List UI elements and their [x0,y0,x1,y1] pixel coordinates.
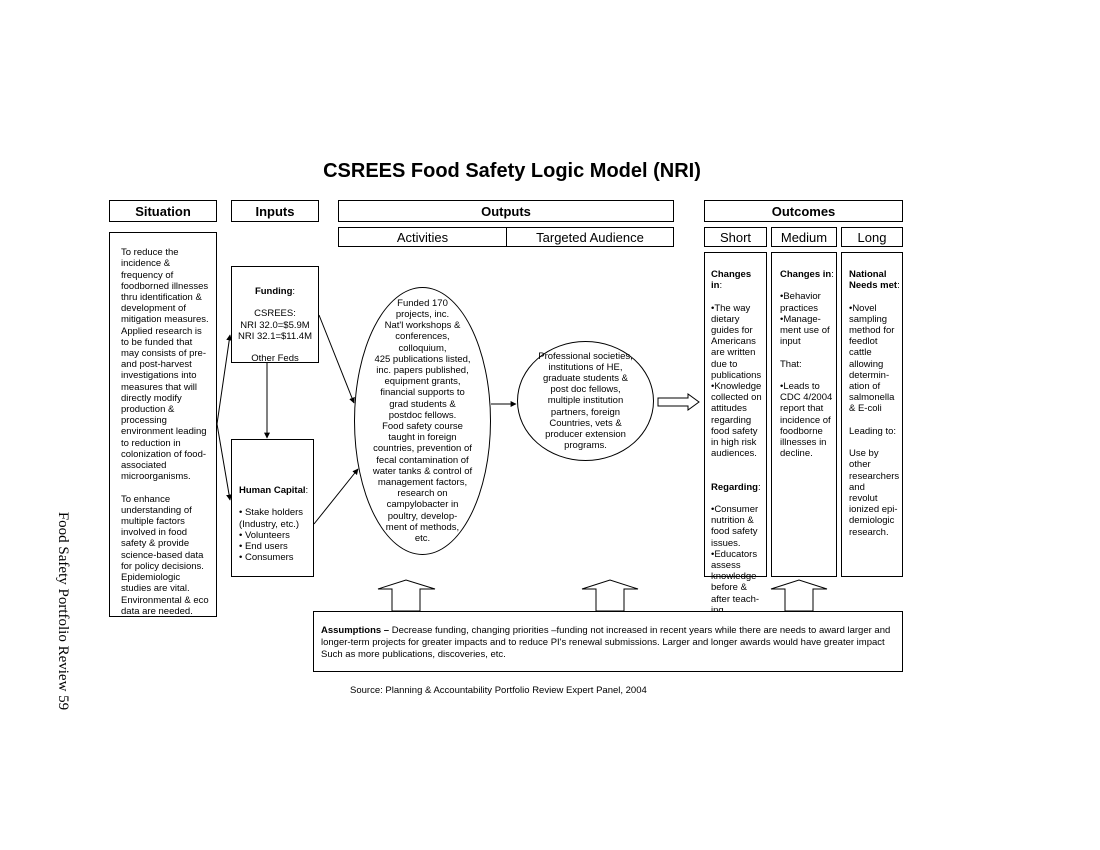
medium-changes-label: Changes in [780,269,832,281]
up-arrow-activities [377,579,436,612]
short-regarding-label: Regarding [711,481,758,493]
audience-text: Professional societies, institutions of … [538,350,633,452]
arrow-funding-to-activities [318,314,355,404]
funding-colon: : [292,286,296,298]
assumptions-text: Decrease funding, changing priorities –f… [321,625,891,660]
short-outcomes-box: Changes in: •The way dietary guides for … [704,252,767,616]
short-regarding-colon: : [757,481,761,493]
activities-ellipse: Funded 170 projects, inc. Nat'l workshop… [354,287,491,555]
funding-label: Funding [254,286,293,298]
long-body: •Novel sampling method for feedlot cattl… [849,302,900,538]
short-body-2: •Consumer nutrition & food safety issues… [711,504,760,616]
outputs-header: Outputs [338,200,674,222]
up-arrow-outcomes [770,579,828,612]
funding-body: CSREES: NRI 32.0=$5.9M NRI 32.1=$11.4M O… [237,308,313,365]
situation-box: To reduce the incidence & frequency of f… [109,232,217,617]
arrow-human-capital-to-activities [313,468,359,525]
up-arrow-audience [581,579,639,612]
short-subheader: Short [704,227,767,247]
long-subheader: Long [841,227,903,247]
funding-box: Funding: CSREES: NRI 32.0=$5.9M NRI 32.1… [231,266,319,365]
human-capital-body: • Stake holders (Industry, etc.) • Volun… [239,507,304,564]
block-arrow-to-outcomes [657,393,700,411]
activities-subheader: Activities [338,227,507,247]
assumptions-label: Assumptions – [321,625,390,636]
human-capital-colon: : [305,485,309,497]
long-needs-colon: : [897,280,900,292]
side-page-label: Food Safety Portfolio Review 59 [55,511,71,711]
arrow-situation-to-funding [216,334,233,425]
medium-changes-colon: : [831,269,834,281]
inputs-header: Inputs [231,200,319,222]
source-note: Source: Planning & Accountability Portfo… [350,685,647,696]
situation-text: To reduce the incidence & frequency of f… [121,247,209,617]
situation-header: Situation [109,200,217,222]
arrow-situation-to-human-capital [216,423,233,501]
long-outcomes-box: National Needs met: •Novel sampling meth… [841,252,903,577]
medium-subheader: Medium [771,227,837,247]
short-body-1: •The way dietary guides for Americans ar… [711,302,762,460]
short-changes-label: Changes in [711,269,752,292]
page-title: CSREES Food Safety Logic Model (NRI) [323,160,701,182]
outcomes-header: Outcomes [704,200,903,222]
activities-text: Funded 170 projects, inc. Nat'l workshop… [372,297,473,545]
human-capital-box: Human Capital: • Stake holders (Industry… [231,439,314,577]
medium-body: •Behavior practices •Manage- ment use of… [780,291,833,460]
audience-ellipse: Professional societies, institutions of … [517,341,654,461]
human-capital-label: Human Capital [239,485,306,497]
short-changes-colon: : [719,280,723,292]
long-needs-label: National Needs met [849,269,898,292]
medium-outcomes-box: Changes in: •Behavior practices •Manage-… [771,252,837,577]
targeted-audience-subheader: Targeted Audience [506,227,674,247]
assumptions-box: Assumptions – Decrease funding, changing… [313,611,903,672]
